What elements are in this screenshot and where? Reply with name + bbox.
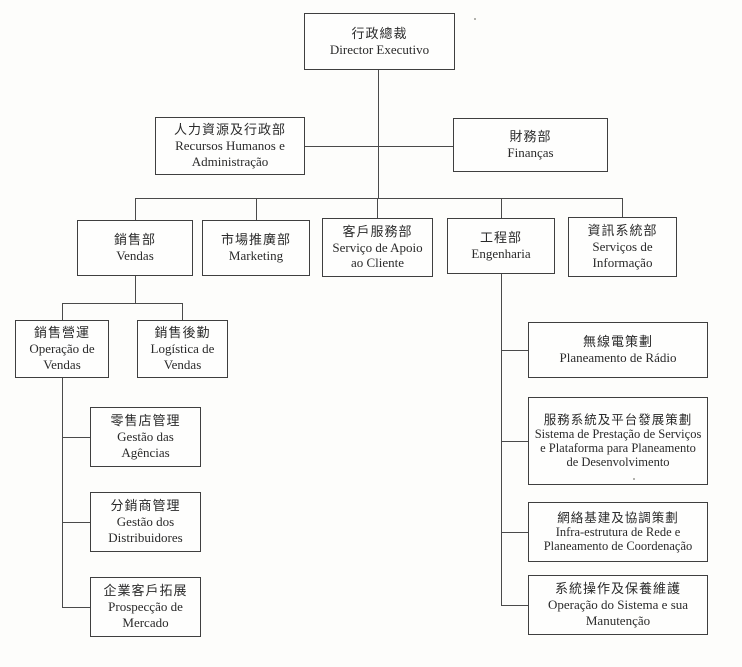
node-label-pt: Operação de Vendas bbox=[29, 341, 95, 372]
node-label-zh: 市場推廣部 bbox=[220, 232, 291, 248]
connector-ceo-trunk bbox=[378, 70, 379, 198]
connector-stub-rede bbox=[501, 532, 528, 533]
connector-level3-bus bbox=[135, 198, 622, 199]
node-label-zh: 服務系統及平台發展策劃 bbox=[543, 412, 693, 427]
org-node-sistema-prestacao-servicos: 服務系統及平台發展策劃 Sistema de Prestação de Serv… bbox=[528, 397, 708, 485]
connector-stub-radio bbox=[501, 350, 528, 351]
connector-drop-informacao bbox=[622, 198, 623, 217]
node-label-zh: 行政總裁 bbox=[351, 25, 408, 41]
connector-hr-finance bbox=[305, 146, 453, 147]
org-node-planeamento-radio: 無線電策劃 Planeamento de Rádio bbox=[528, 322, 708, 378]
node-label-pt: Prospecção de Mercado bbox=[108, 599, 183, 630]
node-label-zh: 人力資源及行政部 bbox=[173, 122, 286, 138]
node-label-zh: 銷售營運 bbox=[33, 325, 90, 341]
connector-stub-sistema bbox=[501, 441, 528, 442]
node-label-pt: Serviços de Informação bbox=[592, 239, 653, 270]
node-label-pt: Infra-estrutura de Rede e Planeamento de… bbox=[543, 524, 693, 554]
connector-drop-vendas bbox=[135, 198, 136, 220]
connector-stub-agencias bbox=[62, 437, 90, 438]
node-label-zh: 網絡基建及協調策劃 bbox=[557, 510, 679, 525]
connector-drop-marketing bbox=[256, 198, 257, 220]
node-label-pt: Gestão dos Distribuidores bbox=[108, 514, 183, 545]
node-label-pt: Logística de Vendas bbox=[150, 341, 215, 372]
org-node-financas: 財務部 Finanças bbox=[453, 118, 608, 172]
node-label-pt: Marketing bbox=[228, 248, 284, 263]
org-node-prospeccao-mercado: 企業客戶拓展 Prospecção de Mercado bbox=[90, 577, 201, 637]
org-node-infraestrutura-rede: 網絡基建及協調策劃 Infra-estrutura de Rede e Plan… bbox=[528, 502, 708, 562]
node-label-pt: Planeamento de Rádio bbox=[559, 350, 677, 365]
connector-drop-logistica bbox=[182, 303, 183, 320]
node-label-zh: 財務部 bbox=[509, 129, 552, 145]
node-label-zh: 客戶服務部 bbox=[342, 223, 413, 239]
node-label-pt: Engenharia bbox=[471, 246, 531, 261]
node-label-pt: Serviço de Apoio ao Cliente bbox=[332, 239, 423, 271]
connector-vendas-down bbox=[135, 276, 136, 303]
connector-operacao-trunk bbox=[62, 378, 63, 607]
org-node-marketing: 市場推廣部 Marketing bbox=[202, 220, 310, 276]
node-label-zh: 銷售部 bbox=[113, 232, 156, 248]
node-label-zh: 銷售後勤 bbox=[154, 325, 211, 341]
node-label-pt: Gestão das Agências bbox=[117, 429, 174, 460]
org-node-servico-apoio-cliente: 客戶服務部 Serviço de Apoio ao Cliente bbox=[322, 218, 433, 277]
org-node-engenharia: 工程部 Engenharia bbox=[447, 218, 555, 274]
org-node-recursos-humanos: 人力資源及行政部 Recursos Humanos e Administraçã… bbox=[155, 117, 305, 175]
node-label-zh: 工程部 bbox=[479, 230, 522, 246]
node-label-pt: Finanças bbox=[507, 145, 554, 160]
node-label-zh: 系統操作及保養維護 bbox=[554, 581, 681, 597]
node-label-zh: 企業客戶拓展 bbox=[103, 583, 188, 599]
node-label-zh: 零售店管理 bbox=[110, 413, 181, 429]
scan-speckle bbox=[474, 18, 476, 20]
node-label-pt: Director Executivo bbox=[329, 41, 430, 57]
org-node-servicos-informacao: 資訊系統部 Serviços de Informação bbox=[568, 217, 677, 277]
node-label-pt: Vendas bbox=[116, 248, 154, 263]
org-node-operacao-vendas: 銷售營運 Operação de Vendas bbox=[15, 320, 109, 378]
connector-drop-cliente bbox=[377, 198, 378, 218]
connector-stub-manutencao bbox=[501, 605, 528, 606]
org-node-logistica-vendas: 銷售後勤 Logística de Vendas bbox=[137, 320, 228, 378]
node-label-zh: 無線電策劃 bbox=[582, 334, 653, 350]
connector-stub-prospeccao bbox=[62, 607, 90, 608]
connector-drop-engenharia bbox=[501, 198, 502, 218]
node-label-zh: 資訊系統部 bbox=[587, 223, 658, 239]
connector-stub-distribuidores bbox=[62, 522, 90, 523]
scan-speckle bbox=[633, 478, 635, 480]
node-label-pt: Sistema de Prestação de Serviços e Plata… bbox=[534, 426, 702, 470]
org-node-operacao-sistema-manutencao: 系統操作及保養維護 Operação do Sistema e sua Manu… bbox=[528, 575, 708, 635]
connector-engenharia-trunk bbox=[501, 274, 502, 605]
org-node-gestao-agencias: 零售店管理 Gestão das Agências bbox=[90, 407, 201, 467]
node-label-pt: Operação do Sistema e sua Manutenção bbox=[547, 597, 689, 628]
node-label-pt: Recursos Humanos e Administração bbox=[175, 138, 285, 169]
org-node-vendas: 銷售部 Vendas bbox=[77, 220, 193, 276]
connector-vendas-bus bbox=[62, 303, 182, 304]
node-label-zh: 分銷商管理 bbox=[110, 498, 181, 514]
org-node-gestao-distribuidores: 分銷商管理 Gestão dos Distribuidores bbox=[90, 492, 201, 552]
org-node-director-executivo: 行政總裁 Director Executivo bbox=[304, 13, 455, 70]
connector-drop-operacao bbox=[62, 303, 63, 320]
